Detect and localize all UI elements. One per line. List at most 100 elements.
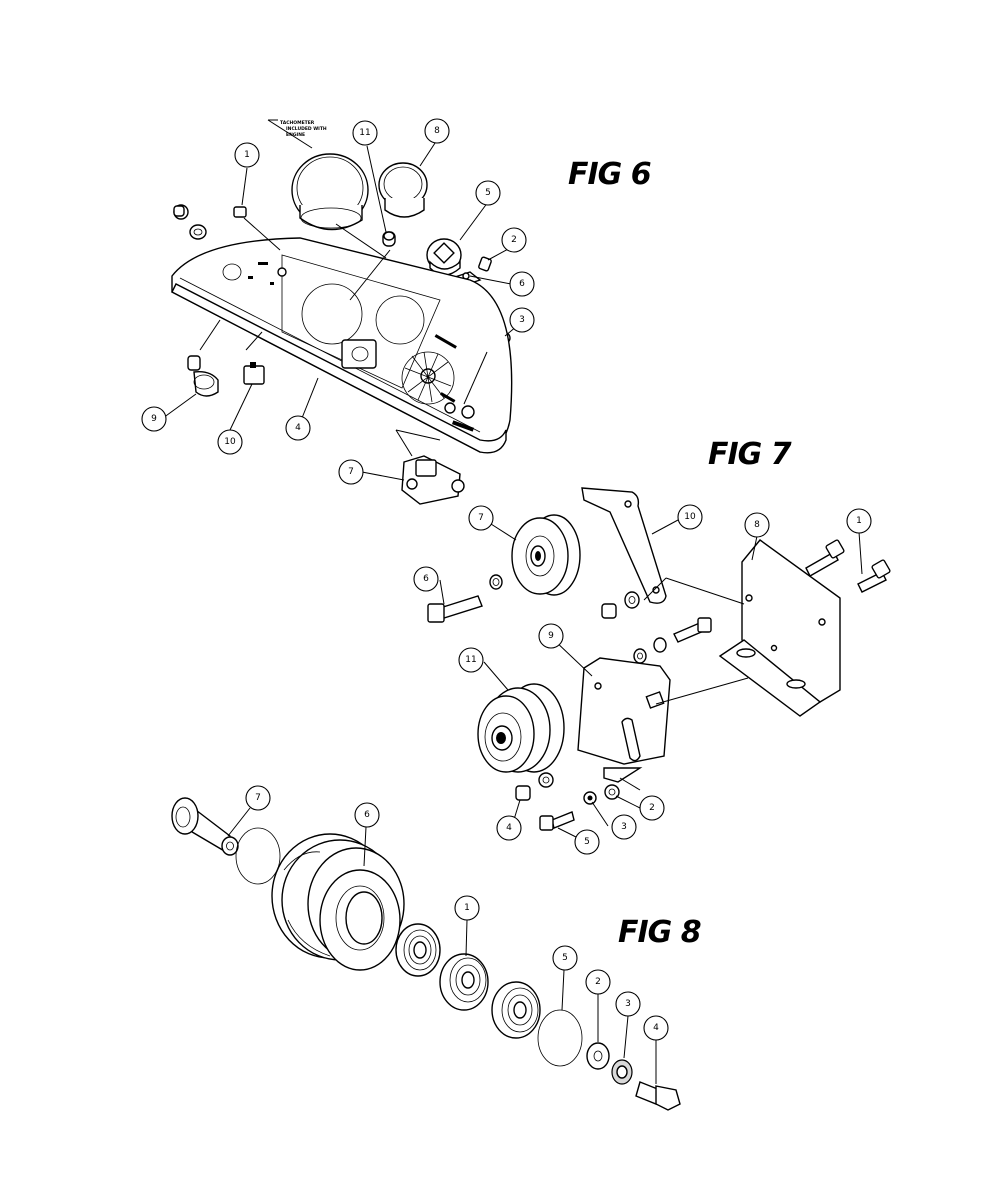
fig6-callout-3: 3 [509,307,535,333]
fig8-pulley-assembly: FIG 8 [171,785,702,1111]
svg-text:2: 2 [511,235,517,245]
snap-ring-5 [537,1009,583,1067]
fig7-callout-11: 11 [458,647,484,673]
fig6-callout-10: 10 [217,429,243,455]
svg-text:7: 7 [348,467,354,477]
svg-text:4: 4 [653,1023,659,1033]
note-line-1: TACHOMETER [280,120,315,126]
bearing-a [395,923,441,977]
svg-text:9: 9 [548,631,554,641]
connector-10 [243,362,265,385]
svg-text:6: 6 [423,574,429,584]
lock-washer-3 [611,1059,633,1085]
dash-panel-4 [171,237,513,454]
fig6-dash-panel-assembly: TACHOMETER INCLUDED WITH ENGINE [141,118,652,505]
pulley-11 [477,683,565,773]
bearing-1 [439,953,489,1011]
fig7-callout-2: 2 [639,795,665,821]
tachometer-note: TACHOMETER INCLUDED WITH ENGINE [267,119,327,149]
fig7-leader-lines [439,519,863,841]
indicator-light [382,231,396,247]
svg-text:3: 3 [625,999,631,1009]
fig6-callout-6: 6 [509,271,535,297]
fig6-callout-4: 4 [285,415,311,441]
fig6-callout-11: 11 [352,120,378,146]
snap-ring-left [235,827,281,885]
fig7-callout-6: 6 [413,566,439,592]
bearing-b [491,981,541,1039]
tachometer-gauge [291,153,369,231]
fig6-callout-8: 8 [424,118,450,144]
fig8-callout-6: 6 [354,802,380,828]
fig7-callout-8: 8 [744,512,770,538]
knob-5 [426,238,462,276]
svg-text:2: 2 [595,977,601,987]
svg-text:7: 7 [255,793,261,803]
idler-plate-9 [577,657,671,783]
svg-text:5: 5 [584,837,590,847]
svg-text:6: 6 [364,810,370,820]
pulley-6 [271,833,405,971]
switch-block-7 [401,455,465,505]
fig6-callout-1: 1 [234,142,260,168]
fig8-callout-4: 4 [643,1015,669,1041]
pulley-bolt-6 [427,574,503,623]
fig8-leader-lines [227,807,657,1084]
bolts-1 [805,539,891,593]
fig7-callout-1: 1 [846,508,872,534]
svg-text:2: 2 [649,803,655,813]
bottom-hardware [515,772,620,831]
fig7-title: FIG 7 [708,437,792,472]
svg-text:1: 1 [856,516,862,526]
svg-text:11: 11 [465,655,476,665]
svg-text:3: 3 [519,315,525,325]
ignition-switch-9 [187,355,219,397]
svg-text:5: 5 [485,188,491,198]
svg-text:8: 8 [434,126,440,136]
fig8-callout-2: 2 [585,969,611,995]
svg-text:7: 7 [478,513,484,523]
svg-text:10: 10 [224,437,236,447]
svg-text:4: 4 [506,823,512,833]
key-switch-parts [173,204,247,240]
fig8-title: FIG 8 [618,915,701,950]
fig7-callout-5: 5 [574,829,600,855]
fig8-callout-1: 1 [454,895,480,921]
svg-text:3: 3 [621,822,627,832]
svg-text:9: 9 [151,414,157,424]
svg-text:10: 10 [684,512,696,522]
fig6-callout-5: 5 [475,180,501,206]
fig6-callout-7: 7 [338,459,364,485]
svg-text:4: 4 [295,423,301,433]
fig7-idler-assembly: FIG 7 [413,437,891,855]
svg-text:1: 1 [244,150,250,160]
svg-text:11: 11 [359,128,370,138]
fig6-callout-2: 2 [501,227,527,253]
fig8-callout-5: 5 [552,945,578,971]
arm-hardware [601,591,640,619]
hour-meter-gauge [378,162,428,218]
fig6-leader-lines [162,139,518,481]
fig8-callout-3: 3 [615,991,641,1017]
center-bolt-hardware [633,617,712,664]
svg-text:1: 1 [464,903,470,913]
svg-text:5: 5 [562,953,568,963]
fig7-callout-10: 10 [677,504,703,530]
note-line-3: ENGINE [286,132,305,138]
fig7-callout-7: 7 [468,505,494,531]
fig7-callout-4: 4 [496,815,522,841]
fig6-callout-9: 9 [141,406,167,432]
svg-text:8: 8 [754,520,760,530]
fig7-callout-3: 3 [611,814,637,840]
fig6-title: FIG 6 [568,157,651,192]
idler-arm-10 [581,487,667,604]
fig8-callout-7: 7 [245,785,271,811]
pulley-7 [511,514,581,596]
fig7-callout-9: 9 [538,623,564,649]
bolt-4 [635,1081,681,1111]
washer-2 [586,1042,610,1070]
spacer-7 [171,797,239,856]
svg-text:6: 6 [519,279,525,289]
main-bracket-8 [718,539,841,717]
